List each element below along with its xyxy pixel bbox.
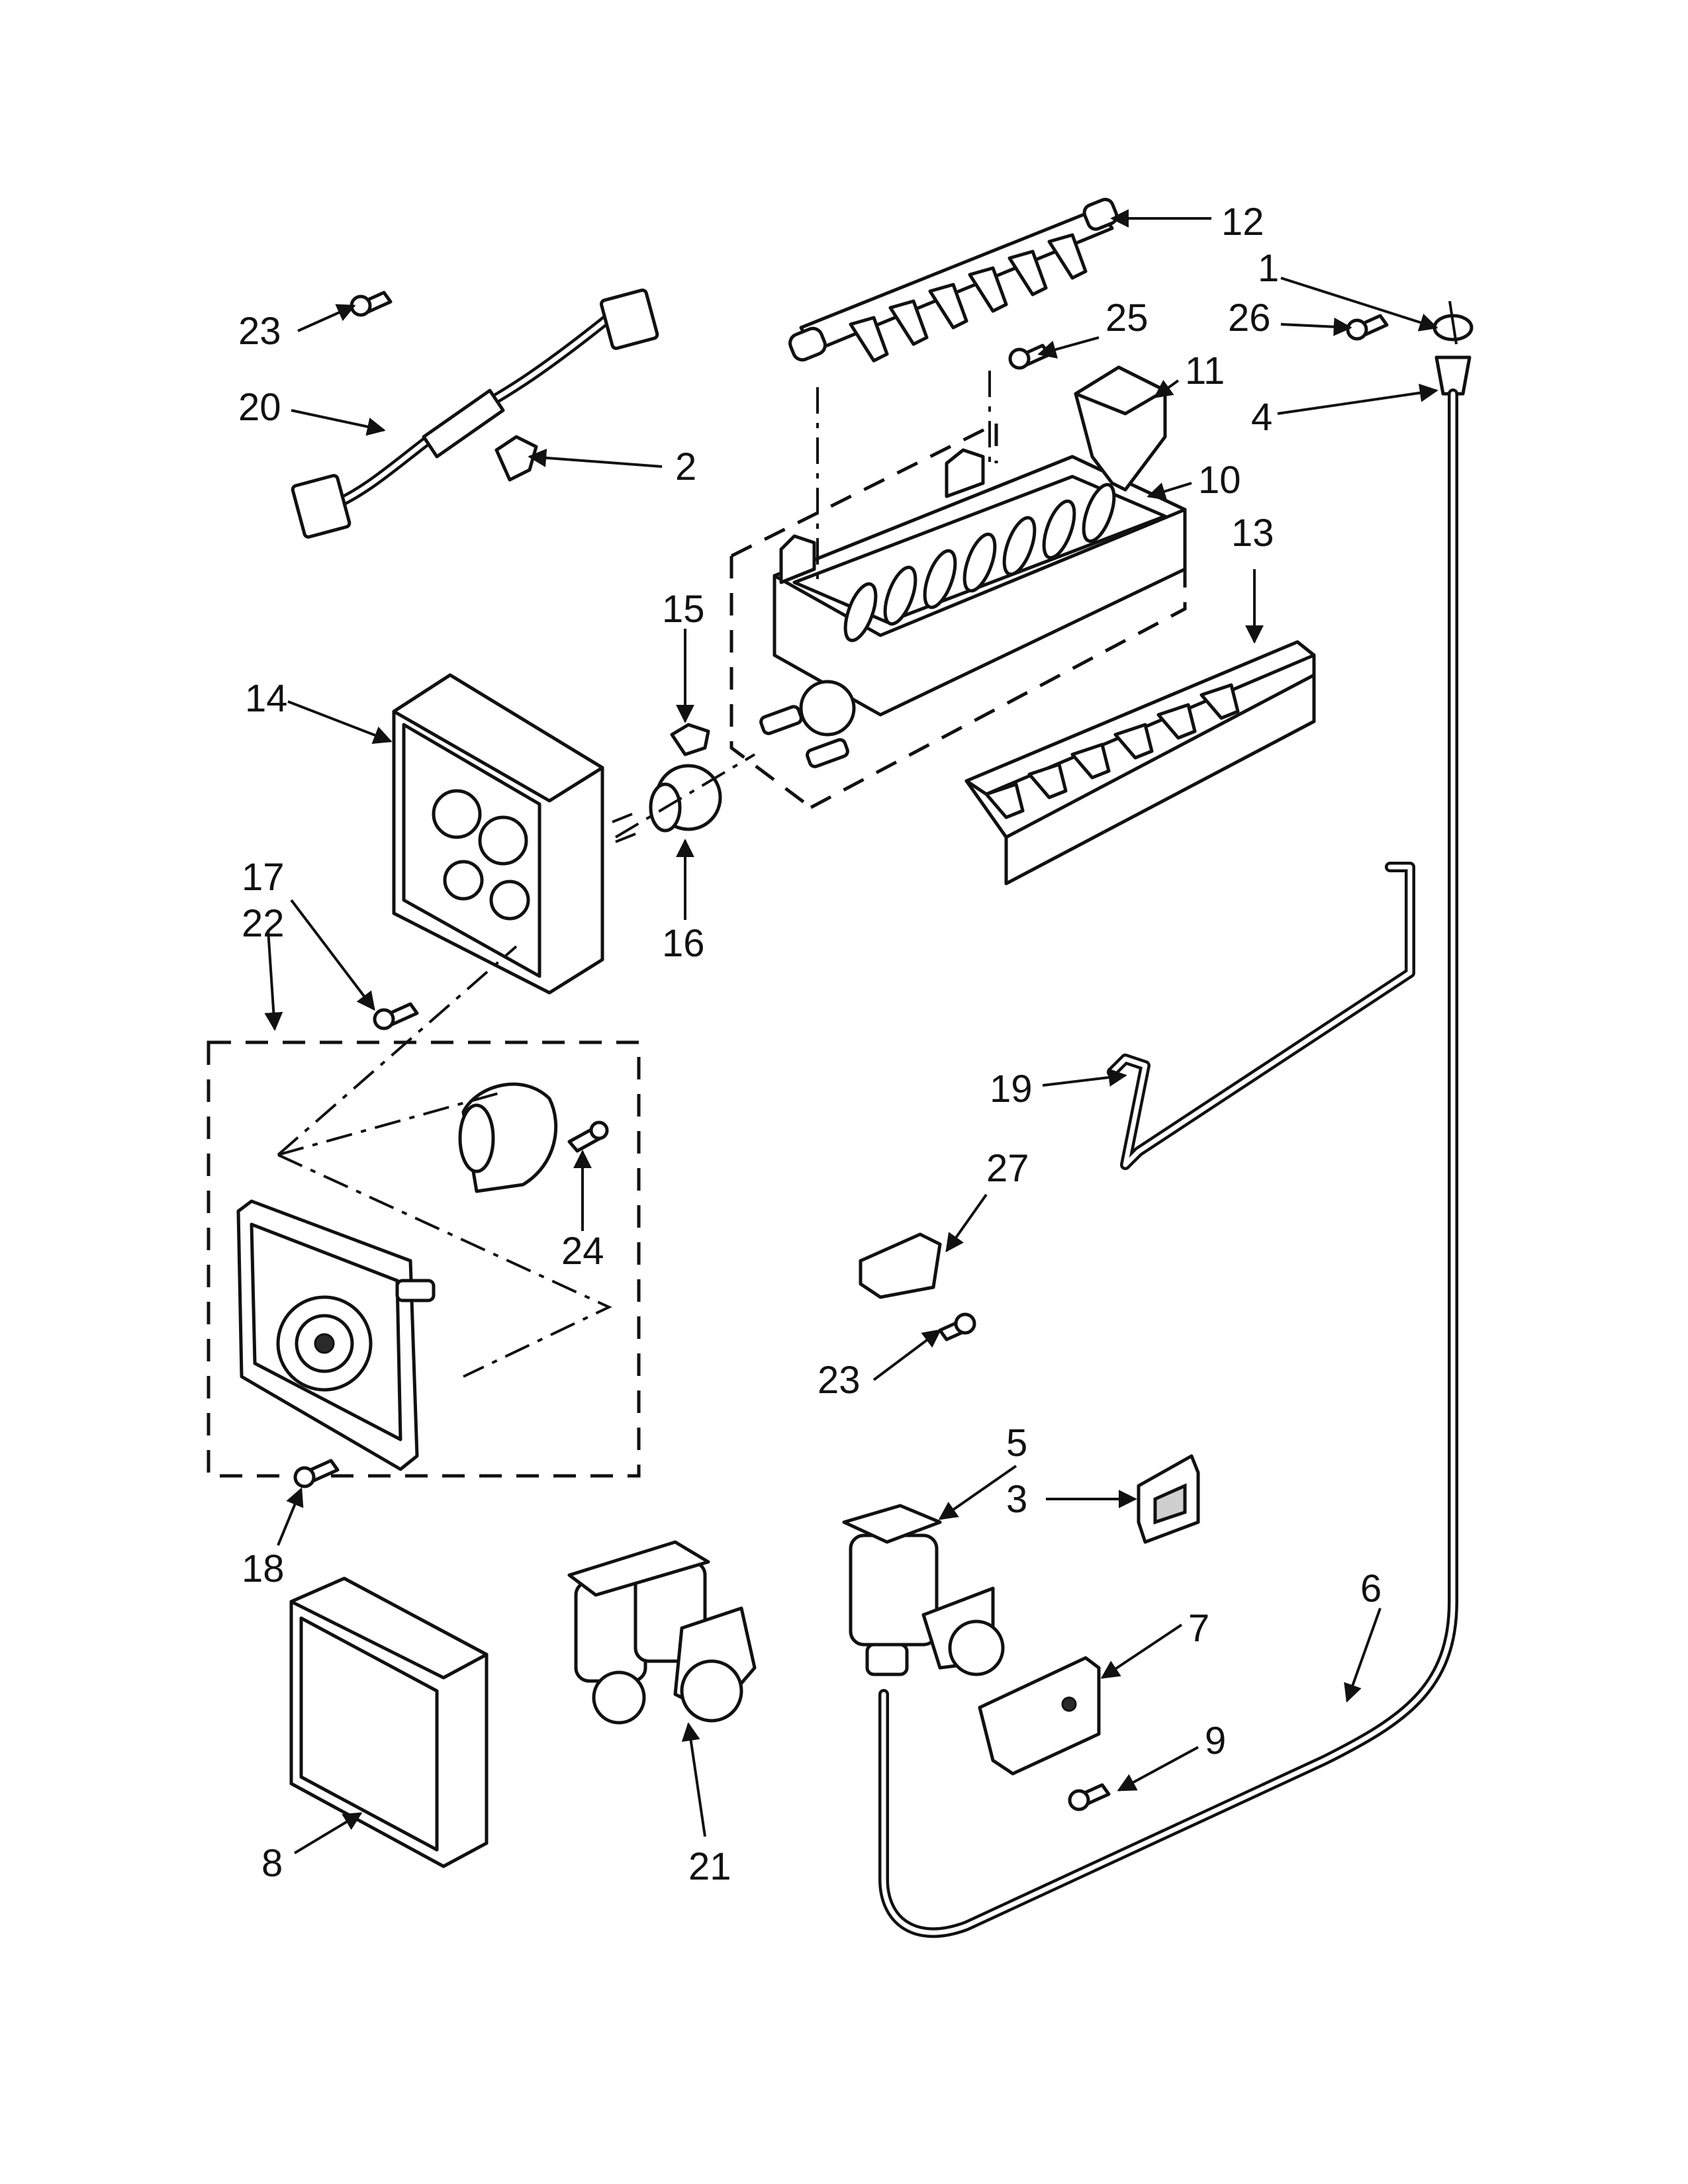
shutoff-arm-part-19: [1107, 862, 1415, 1170]
callout-12: 12: [1221, 201, 1264, 244]
grommet-part-4: [1434, 355, 1472, 396]
mold-cavity-dividers: [843, 482, 1116, 643]
callout-25: 25: [1105, 296, 1149, 340]
callout-17: 17: [242, 856, 285, 899]
stripper-part-13: [964, 640, 1316, 886]
screw-part-23-top: [350, 291, 393, 317]
screw-part-24: [567, 1120, 609, 1153]
callout-20: 20: [238, 386, 281, 429]
callout-11: 11: [1185, 349, 1225, 392]
fill-tube-nut-part-1: [1432, 300, 1474, 345]
module-alignment-line: [277, 1091, 612, 1378]
motor-part: [458, 1082, 558, 1193]
callout-26: 26: [1228, 296, 1271, 340]
fill-cup-part-11: [1074, 365, 1167, 492]
callout-22: 22: [242, 902, 285, 945]
callout-18: 18: [242, 1547, 285, 1590]
callout-5: 5: [1006, 1422, 1027, 1465]
screw-part-23-lower: [938, 1312, 976, 1342]
leader-lines: [264, 209, 1438, 1854]
screw-part-26: [1346, 314, 1389, 341]
ejector-shaft-part-12: [788, 197, 1119, 363]
control-module-board: [236, 1199, 436, 1471]
callout-27: 27: [986, 1147, 1029, 1190]
callout-8: 8: [261, 1842, 283, 1885]
callout-3: 3: [1006, 1478, 1027, 1521]
callout-1: 1: [1258, 247, 1279, 290]
bracket-part-3: [1137, 1454, 1200, 1544]
callout-7: 7: [1188, 1607, 1209, 1650]
callout-13: 13: [1231, 512, 1274, 555]
callout-23-lower: 23: [818, 1359, 861, 1402]
screw-part-18: [293, 1459, 340, 1488]
callout-15: 15: [662, 588, 705, 631]
water-valve-part-5: [842, 1504, 1005, 1676]
ice-mold-part-10: [759, 448, 1187, 768]
callout-19: 19: [990, 1068, 1033, 1111]
callout-2: 2: [675, 445, 696, 488]
wire-harness-part-20: [291, 288, 659, 539]
spring-clip-part-15: [670, 723, 710, 756]
module-housing-part-14: [392, 673, 604, 995]
callout-4: 4: [1251, 396, 1272, 439]
callout-23-top: 23: [238, 310, 281, 353]
valve-bracket-part-7: [978, 1656, 1101, 1776]
callout-6: 6: [1360, 1567, 1382, 1610]
coupler-part-16: [612, 764, 722, 843]
screw-part-9: [1068, 1783, 1111, 1811]
screw-part-17: [373, 1002, 419, 1030]
callout-numbers: 12 1 26 4 25 11 10 13 23 20 2 14 15 16 1…: [238, 201, 1382, 1888]
screw-part-25: [1008, 343, 1051, 370]
callout-14: 14: [245, 677, 288, 720]
callout-24: 24: [561, 1230, 604, 1273]
callout-9: 9: [1205, 1719, 1226, 1762]
callout-21: 21: [688, 1845, 731, 1888]
dual-water-valve-part-21: [567, 1540, 757, 1725]
cover-part-27: [859, 1232, 942, 1299]
water-tube-part-6: [878, 388, 1458, 1938]
control-module-outline-22: [207, 1040, 641, 1478]
clip-part-2: [494, 435, 538, 482]
filter-cover-part-8: [289, 1576, 489, 1868]
callout-16: 16: [662, 922, 705, 965]
mold-assembly-outline: [729, 422, 1187, 809]
callout-10: 10: [1198, 459, 1241, 502]
module-housing-alignment-line: [277, 945, 518, 1156]
